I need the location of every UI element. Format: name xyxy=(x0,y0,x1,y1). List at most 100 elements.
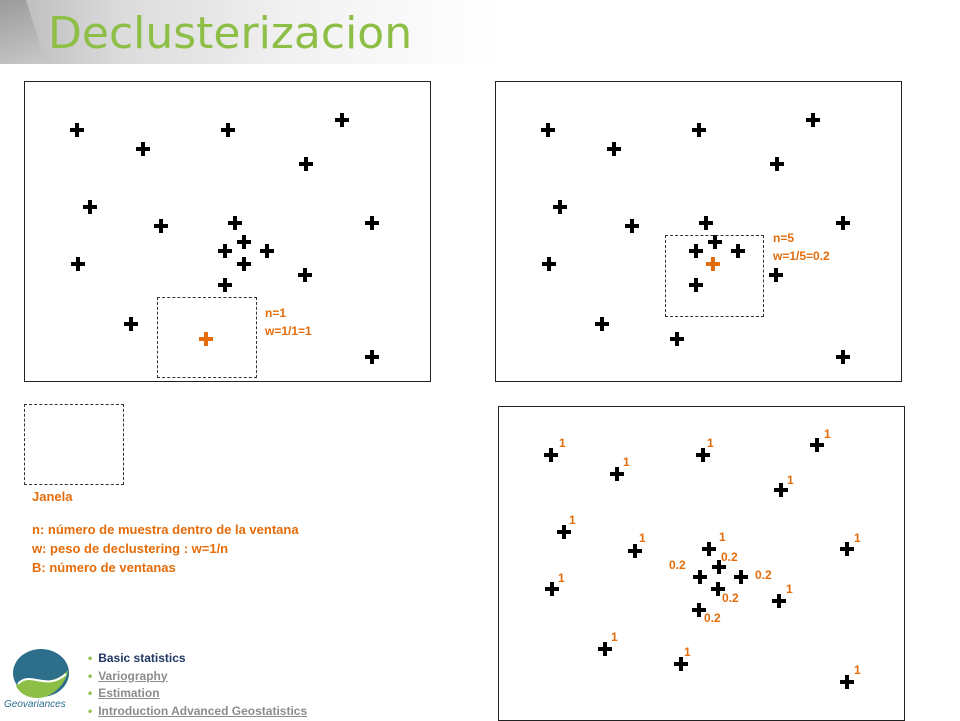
weight-label: 1 xyxy=(824,427,831,441)
weight-label: 1 xyxy=(639,531,646,545)
sample-point xyxy=(689,244,703,258)
sample-point xyxy=(553,200,567,214)
bullet-icon: • xyxy=(88,703,93,718)
sample-point xyxy=(734,570,748,584)
definitions: n: número de muestra dentro de la ventan… xyxy=(32,520,299,577)
weight-label: 1 xyxy=(684,645,691,659)
sample-point xyxy=(711,582,725,596)
sample-point xyxy=(674,657,688,671)
sample-point xyxy=(365,216,379,230)
sample-point xyxy=(692,123,706,137)
title-band xyxy=(0,0,500,64)
sample-point xyxy=(595,317,609,331)
sample-point xyxy=(731,244,745,258)
logo-text: Geovariances xyxy=(4,699,66,710)
bullet-icon: • xyxy=(88,686,93,700)
nav-item-variography[interactable]: •Variography xyxy=(88,668,168,683)
nav-item-estimation[interactable]: •Estimation xyxy=(88,686,160,700)
sample-point xyxy=(598,642,612,656)
sample-point xyxy=(774,483,788,497)
weight-label: 0.2 xyxy=(721,550,738,564)
annotation-n: n=5 xyxy=(773,231,795,245)
window-center-marker xyxy=(706,257,720,271)
sample-point xyxy=(260,244,274,258)
scatter-panel-cluster-window: n=5 w=1/5=0.2 xyxy=(495,81,902,382)
weight-label: 0.2 xyxy=(704,611,721,625)
sample-point xyxy=(696,448,710,462)
sample-point xyxy=(221,123,235,137)
definition-w: w: peso de declustering : w=1/n xyxy=(32,541,229,556)
sample-point xyxy=(836,350,850,364)
definition-b: B: número de ventanas xyxy=(32,560,176,575)
weight-label: 0.2 xyxy=(722,591,739,605)
sample-point xyxy=(298,268,312,282)
section-nav: •Basic statistics •Variography •Estimati… xyxy=(88,650,307,720)
sample-point xyxy=(702,542,716,556)
sample-points-a xyxy=(70,113,379,364)
sample-point xyxy=(712,560,726,574)
declustering-window xyxy=(157,297,257,378)
weight-label: 1 xyxy=(623,455,630,469)
declustering-window xyxy=(665,235,764,317)
scatter-panel-weights: 1 1 1 1 1 1 1 1 1 1 1 1 1 1 0.2 0.2 0.2 … xyxy=(498,406,905,721)
sample-point xyxy=(228,216,242,230)
scatter-panel-single-window: n=1 w=1/1=1 xyxy=(24,81,431,382)
sample-point xyxy=(218,278,232,292)
sample-point xyxy=(542,257,556,271)
page-title: Declusterizacion xyxy=(48,8,413,59)
nav-item-introduction-advanced-geostatistics[interactable]: •Introduction Advanced Geostatistics xyxy=(88,703,308,718)
weight-label: 0.2 xyxy=(669,558,686,572)
weight-label: 1 xyxy=(787,473,794,487)
sample-point xyxy=(557,525,571,539)
nav-item-basic-statistics[interactable]: •Basic statistics xyxy=(88,651,186,665)
window-annotation: n=5 w=1/5=0.2 xyxy=(773,229,830,265)
annotation-w: w=1/5=0.2 xyxy=(773,249,830,263)
sample-point xyxy=(836,216,850,230)
sample-points-c xyxy=(544,438,854,689)
sample-point xyxy=(840,542,854,556)
weight-label: 1 xyxy=(854,531,861,545)
sample-point xyxy=(544,448,558,462)
sample-point xyxy=(237,235,251,249)
sample-point xyxy=(769,268,783,282)
sample-point xyxy=(692,603,706,617)
sample-point xyxy=(124,317,138,331)
sample-point xyxy=(335,113,349,127)
weight-label: 1 xyxy=(559,436,566,450)
sample-point xyxy=(136,142,150,156)
sample-point xyxy=(607,142,621,156)
weight-label: 1 xyxy=(786,582,793,596)
sample-point xyxy=(83,200,97,214)
sample-point xyxy=(628,544,642,558)
sample-point xyxy=(772,594,786,608)
sample-points-b xyxy=(541,113,850,364)
legend-window-label: Janela xyxy=(32,489,73,504)
sample-point xyxy=(810,438,824,452)
sample-point xyxy=(541,123,555,137)
sample-point xyxy=(689,278,703,292)
weight-label: 1 xyxy=(558,571,565,585)
sample-point xyxy=(806,113,820,127)
sample-point xyxy=(840,675,854,689)
legend-window-box xyxy=(24,404,124,485)
sample-point xyxy=(365,350,379,364)
sample-point xyxy=(299,157,313,171)
sample-point xyxy=(770,157,784,171)
sample-point xyxy=(670,332,684,346)
weight-label: 1 xyxy=(569,513,576,527)
weight-label: 1 xyxy=(707,436,714,450)
annotation-w: w=1/1=1 xyxy=(265,324,312,338)
definition-n: n: número de muestra dentro de la ventan… xyxy=(32,522,299,537)
sample-point xyxy=(693,570,707,584)
sample-point xyxy=(545,582,559,596)
geovariances-logo-icon xyxy=(13,649,69,698)
bullet-icon: • xyxy=(88,651,93,665)
weight-label: 1 xyxy=(719,530,726,544)
window-center-marker xyxy=(199,332,213,346)
sample-point xyxy=(71,257,85,271)
sample-point xyxy=(70,123,84,137)
annotation-n: n=1 xyxy=(265,306,287,320)
sample-point xyxy=(708,235,722,249)
bullet-icon: • xyxy=(88,668,93,683)
sample-point xyxy=(154,219,168,233)
